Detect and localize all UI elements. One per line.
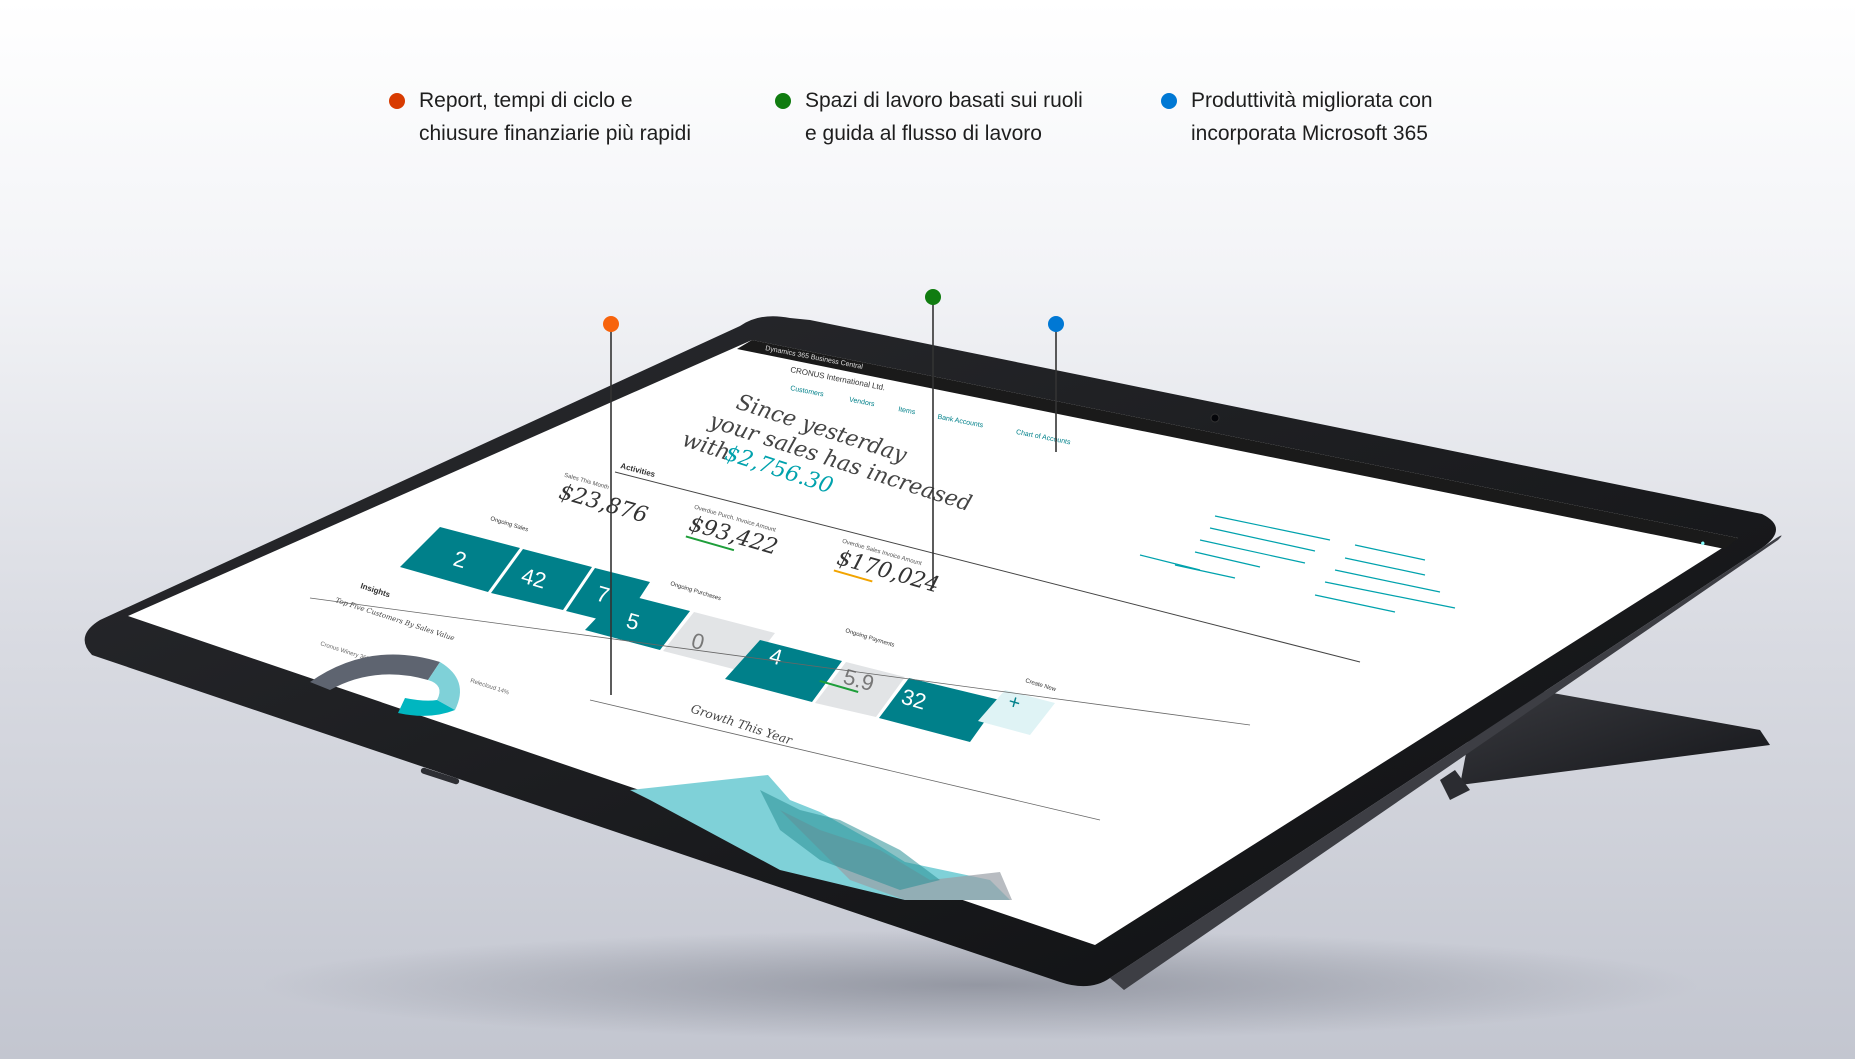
action-link-6[interactable] — [1139, 554, 1201, 571]
feature-text-2: Spazi di lavoro basati sui ruoli e guida… — [805, 84, 1083, 150]
sales-tile-1[interactable] — [400, 527, 520, 592]
action-link-8[interactable] — [1344, 557, 1426, 576]
feature-3-line-1: Produttività migliorata con — [1191, 89, 1433, 112]
callout-dot-orange — [603, 316, 619, 332]
action-link-1[interactable] — [1214, 515, 1331, 541]
orange-bullet-icon — [389, 93, 405, 109]
blue-bullet-icon — [1161, 93, 1177, 109]
action-link-3[interactable] — [1199, 539, 1306, 564]
app-title-bar — [737, 340, 1738, 549]
donut-slice-3 — [398, 698, 455, 716]
pay-tile-1-indicator — [819, 680, 859, 693]
action-link-7[interactable] — [1354, 544, 1426, 561]
action-link-2[interactable] — [1209, 527, 1316, 552]
feature-legend-2: Spazi di lavoro basati sui ruoli e guida… — [775, 84, 1083, 150]
action-link-4[interactable] — [1194, 551, 1261, 568]
action-link-5[interactable] — [1174, 564, 1236, 579]
kickstand — [1460, 680, 1770, 785]
feature-legend-1: Report, tempi di ciclo e chiusure finanz… — [389, 84, 691, 150]
growth-divider — [589, 699, 1101, 821]
kickstand-hinge — [1440, 770, 1470, 800]
feature-3-line-2: incorporata Microsoft 365 — [1191, 122, 1428, 145]
camera-icon — [1210, 413, 1220, 423]
feature-2-line-2: e guida al flusso di lavoro — [805, 122, 1042, 145]
donut-slice-2 — [428, 662, 460, 710]
tablet-screen — [128, 340, 1738, 945]
pay-tile-1[interactable] — [725, 640, 842, 702]
ongoing-sales-tiles: 2 42 7 — [400, 527, 650, 625]
growth-area-3 — [760, 790, 940, 890]
plus-icon: + — [1006, 691, 1023, 715]
donut-chart — [310, 654, 460, 716]
feature-2-line-1: Spazi di lavoro basati sui ruoli — [805, 89, 1083, 112]
feature-text-3: Produttività migliorata con incorporata … — [1191, 84, 1433, 150]
action-link-10[interactable] — [1324, 581, 1456, 609]
feature-legend-3: Produttività migliorata con incorporata … — [1161, 84, 1433, 150]
growth-area-2 — [780, 810, 1012, 900]
tablet-edge — [1110, 535, 1782, 990]
sales-tile-2[interactable] — [491, 549, 592, 610]
green-bullet-icon — [775, 93, 791, 109]
usb-port — [420, 767, 460, 785]
nav-item-items[interactable]: Items — [898, 406, 917, 416]
pay-tile-3[interactable] — [879, 678, 1000, 742]
profile-icon[interactable]: ● — [1700, 538, 1707, 548]
callout-dot-blue — [1048, 316, 1064, 332]
kpi-2-indicator — [685, 535, 735, 552]
growth-area-chart — [630, 775, 1012, 900]
feature-text-1: Report, tempi di ciclo e chiusure finanz… — [419, 84, 691, 150]
insights-divider — [309, 597, 1251, 726]
action-links — [1139, 515, 1456, 613]
floor-shadow — [260, 930, 1700, 1040]
nav-item-vendors[interactable]: Vendors — [849, 397, 876, 409]
donut-slice-1 — [310, 654, 440, 690]
action-link-11[interactable] — [1314, 594, 1396, 613]
create-new-tile[interactable] — [978, 690, 1055, 735]
kpi-3-indicator — [833, 569, 873, 583]
action-link-9[interactable] — [1334, 569, 1441, 593]
feature-1-line-1: Report, tempi di ciclo e — [419, 89, 633, 112]
activities-divider — [614, 471, 1361, 663]
feature-1-line-2: chiusure finanziarie più rapidi — [419, 122, 691, 145]
callout-dot-green — [925, 289, 941, 305]
